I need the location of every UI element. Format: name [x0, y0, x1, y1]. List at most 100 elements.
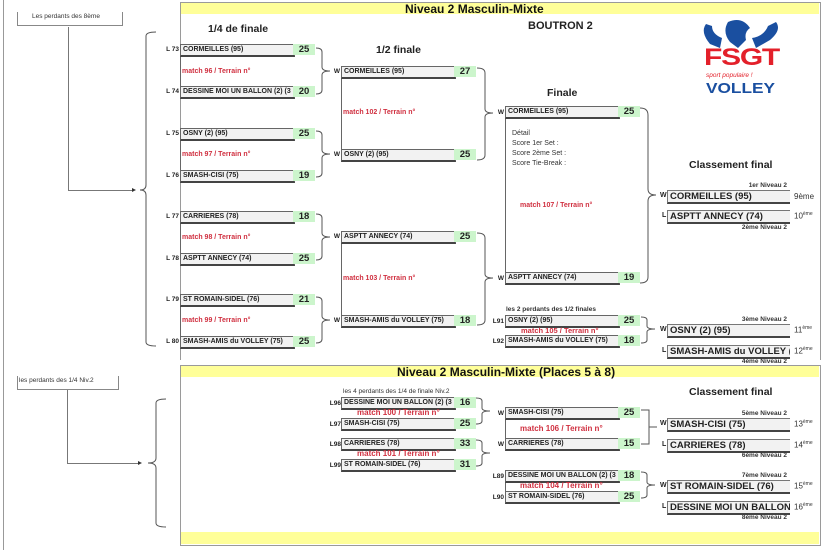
match-label: match 96 / Terrain n°: [182, 68, 251, 75]
team-slot: CARRIERES (78): [180, 211, 295, 224]
team-score: 25: [454, 418, 476, 429]
rank-note: 3ème Niveau 2: [741, 316, 787, 323]
team-score: 15: [618, 438, 640, 449]
rank-place-num: 10: [794, 211, 803, 221]
bottom-section-title: Niveau 2 Masculin-Mixte (Places 5 à 8): [397, 365, 616, 379]
brace-sf2: [476, 232, 494, 326]
brace-m104: [640, 471, 656, 499]
fsgt-volley-logo: FSGT sport populaire ! VOLLEY: [698, 18, 782, 100]
match-label: match 102 / Terrain n°: [343, 109, 416, 116]
team-slot: ST ROMAIN-SIDEL (76): [341, 459, 456, 472]
team-slot: OSNY (2) (95): [180, 128, 295, 141]
team-score: 25: [293, 128, 315, 139]
team-slot: SMASH-AMIS du VOLLEY (75): [180, 336, 295, 349]
match-label: match 101 / Terrain n°: [357, 449, 440, 458]
team-slot: CARRIERES (78): [505, 438, 620, 451]
rank-team-slot: ST ROMAIN-SIDEL (76): [667, 480, 790, 494]
team-score: 25: [454, 149, 476, 160]
detail-line: Score 1er Set :: [512, 140, 559, 147]
venue-title: BOUTRON 2: [528, 20, 593, 32]
rank-place-num: 13: [794, 419, 803, 429]
team-code: L98: [329, 441, 341, 448]
rank-place-sup: ème: [802, 502, 813, 508]
match-label: match 107 / Terrain n°: [520, 202, 593, 209]
quarterfinal-match-box: [180, 211, 295, 263]
quarterfinal-match-box: [180, 44, 295, 96]
team-slot: DESSINE MOI UN BALLON (2) (3: [180, 86, 295, 99]
connector-line: [67, 463, 139, 464]
final-detail: Détail Score 1er Set : Score 2ème Set : …: [512, 129, 566, 169]
logo-volley-text: VOLLEY: [706, 80, 776, 97]
match-label: match 103 / Terrain n°: [343, 275, 416, 282]
bracket-m106: [641, 409, 657, 445]
rank-place-sup: ème: [802, 346, 813, 352]
team-score: 25: [454, 231, 476, 242]
rank-team-slot: CORMEILLES (95): [667, 190, 790, 204]
rank-wl: W: [660, 192, 667, 199]
team-code: W: [497, 275, 504, 282]
team-score: 25: [618, 315, 640, 326]
semifinal-match-box: [341, 66, 342, 160]
rank-team-slot: SMASH-AMIS du VOLLEY (75): [667, 345, 790, 359]
rank-place: 11ème: [794, 325, 812, 335]
rank-team-slot: ASPTT ANNECY (74): [667, 210, 790, 224]
match-label: match 97 / Terrain n°: [182, 151, 251, 158]
team-score: 33: [454, 438, 476, 449]
bottom-note: les 4 perdants des 1/4 de finale Niv.2: [343, 388, 450, 395]
match-box-106: [505, 408, 506, 448]
rank-place-sup: ème: [802, 211, 813, 217]
round-label-semi: 1/2 finale: [376, 44, 421, 56]
quarterfinal-match-box: [180, 128, 295, 180]
detail-line: Détail: [512, 130, 530, 137]
team-slot: SMASH-CISI (75): [180, 170, 295, 183]
rank-note: 1er Niveau 2: [748, 182, 787, 189]
brace-m101: [475, 439, 491, 467]
bottom-section-frame: [180, 365, 821, 546]
rank-team-slot: DESSINE MOI UN BALLON (2: [667, 501, 790, 515]
team-slot: CORMEILLES (95): [341, 66, 456, 79]
logo-fsgt-text: FSGT: [704, 44, 780, 71]
team-slot: ASPTT ANNECY (74): [341, 231, 456, 244]
team-code: L89: [492, 473, 504, 480]
rank-place-num: 14: [794, 440, 803, 450]
arrow-icon: [132, 188, 136, 192]
detail-line: Score Tie-Break :: [512, 160, 567, 167]
brace-quarterfinals: [139, 31, 157, 347]
third-place-note: les 2 perdants des 1/2 finales: [506, 306, 596, 313]
rank-place-num: 16: [794, 502, 803, 512]
rank-note: 8ème Niveau 2: [741, 514, 787, 521]
team-slot: ASPTT ANNECY (74): [505, 272, 620, 285]
connector-line: [67, 390, 68, 463]
rank-place: 12ème: [794, 346, 813, 356]
team-score: 18: [454, 315, 476, 326]
rank-place-num: 15: [794, 481, 803, 491]
connector-line: [68, 190, 133, 191]
team-code: L99: [329, 462, 341, 469]
round-label-ranking: Classement final: [689, 159, 773, 171]
team-score: 25: [293, 336, 315, 347]
logo-slogan: sport populaire !: [706, 72, 753, 79]
team-slot: SMASH-CISI (75): [341, 418, 456, 431]
team-score: 19: [618, 272, 640, 283]
match-label: match 106 / Terrain n°: [520, 424, 603, 433]
team-score: 25: [293, 44, 315, 55]
rank-team-slot: OSNY (2) (95): [667, 324, 790, 338]
brace-qf3: [315, 213, 331, 261]
left-note-bottom-box: les perdants des 1/4 Niv.2: [17, 376, 119, 390]
team-code: L 79: [166, 296, 179, 303]
team-score: 18: [293, 211, 315, 222]
rank-place: 13ème: [794, 419, 813, 429]
rank-wl: L: [662, 347, 667, 354]
team-code: L 78: [166, 255, 179, 262]
team-score: 27: [454, 66, 476, 77]
rank-team-slot: SMASH-CISI (75): [667, 418, 790, 432]
brace-sf1: [476, 67, 494, 161]
team-slot: DESSINE MOI UN BALLON (2) (3: [341, 397, 456, 410]
team-score: 18: [618, 470, 640, 481]
team-score: 20: [293, 86, 315, 97]
team-slot: CORMEILLES (95): [505, 106, 620, 119]
left-note-top-label: Les perdants des 8ème: [32, 13, 100, 20]
left-note-bottom-label: les perdants des 1/4 Niv.2: [19, 377, 94, 384]
rank-note: 5ème Niveau 2: [741, 410, 787, 417]
rank-wl: W: [660, 482, 667, 489]
